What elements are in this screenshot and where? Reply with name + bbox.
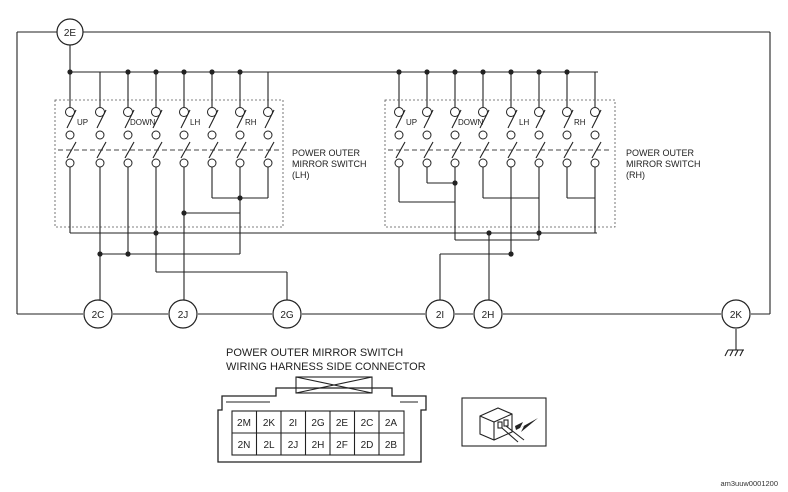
connector-pin: 2H xyxy=(312,440,325,451)
svg-text:2C: 2C xyxy=(92,310,105,321)
connector-pin: 2J xyxy=(288,440,299,451)
connector-pin: 2M xyxy=(237,418,251,429)
svg-text:2I: 2I xyxy=(436,310,444,321)
switch-rh-pos-up: UP xyxy=(406,118,417,127)
connector-pin: 2G xyxy=(311,418,325,429)
node-2I: 2I xyxy=(425,299,455,329)
node-2H: 2H xyxy=(473,299,503,329)
probe-illustration xyxy=(461,397,547,447)
connector-pin: 2B xyxy=(385,440,398,451)
node-2J: 2J xyxy=(168,299,198,329)
switch-lh-pos-lh: LH xyxy=(190,118,200,127)
connector-pin: 2A xyxy=(385,418,398,429)
switch-rh-pos-rh: RH xyxy=(574,118,586,127)
svg-text:POWER OUTER MIRROR SWITCH: POWER OUTER MIRROR SWITCH xyxy=(226,347,403,359)
switch-rh-label: POWER OUTER MIRROR SWITCH (RH) xyxy=(626,148,701,180)
svg-text:POWER OUTER: POWER OUTER xyxy=(292,148,361,158)
switch-lh-label: POWER OUTER MIRROR SWITCH (LH) xyxy=(292,148,367,180)
switch-lh-outline xyxy=(54,99,284,228)
node-2G: 2G xyxy=(272,299,302,329)
switch-rh-contacts xyxy=(394,107,602,168)
connector-pin: 2N xyxy=(238,440,251,451)
node-2C: 2C xyxy=(83,299,113,329)
svg-text:2J: 2J xyxy=(178,310,189,321)
svg-text:(RH): (RH) xyxy=(626,170,645,180)
switch-block-lh: UP DOWN LH RH xyxy=(54,99,284,228)
node-2E: 2E xyxy=(56,18,84,46)
connector-pin: 2F xyxy=(336,440,348,451)
svg-text:MIRROR SWITCH: MIRROR SWITCH xyxy=(626,159,701,169)
switch-rh-outline xyxy=(384,99,616,228)
connector-pin: 2E xyxy=(336,418,349,429)
reference-code: am3uuw0001200 xyxy=(720,479,778,488)
rh-lower-wiring xyxy=(398,167,596,300)
svg-text:2H: 2H xyxy=(482,310,495,321)
switch-lh-contacts xyxy=(65,107,275,168)
switch-lh-pos-down: DOWN xyxy=(130,118,156,127)
switch-rh-pos-lh: LH xyxy=(519,118,529,127)
connector-title: POWER OUTER MIRROR SWITCH WIRING HARNESS… xyxy=(226,347,426,373)
outer-loop-wire xyxy=(16,31,771,315)
switch-lh-pos-rh: RH xyxy=(245,118,257,127)
connector-face xyxy=(217,376,427,463)
connector-pin: 2C xyxy=(361,418,374,429)
svg-text:(LH): (LH) xyxy=(292,170,310,180)
svg-text:MIRROR SWITCH: MIRROR SWITCH xyxy=(292,159,367,169)
svg-text:2E: 2E xyxy=(64,28,77,39)
connector-row-1: 2M 2K 2I 2G 2E 2C 2A xyxy=(237,418,397,429)
connector-pin: 2D xyxy=(361,440,374,451)
svg-text:2G: 2G xyxy=(280,310,294,321)
node-2K: 2K xyxy=(721,299,751,329)
connector-pin: 2L xyxy=(263,440,275,451)
svg-text:POWER OUTER: POWER OUTER xyxy=(626,148,695,158)
connector-pin: 2I xyxy=(289,418,297,429)
ground-symbol xyxy=(724,329,744,357)
lh-lower-wiring xyxy=(69,167,597,300)
svg-text:2K: 2K xyxy=(730,310,743,321)
switch-rh-pos-down: DOWN xyxy=(458,118,484,127)
connector-pin: 2K xyxy=(263,418,276,429)
svg-text:WIRING HARNESS SIDE CONNECTOR: WIRING HARNESS SIDE CONNECTOR xyxy=(226,361,426,373)
switch-lh-pos-up: UP xyxy=(77,118,88,127)
switch-block-rh: UP DOWN LH RH xyxy=(384,99,616,228)
connector-row-2: 2N 2L 2J 2H 2F 2D 2B xyxy=(238,440,398,451)
top-bus-wire xyxy=(67,43,598,107)
